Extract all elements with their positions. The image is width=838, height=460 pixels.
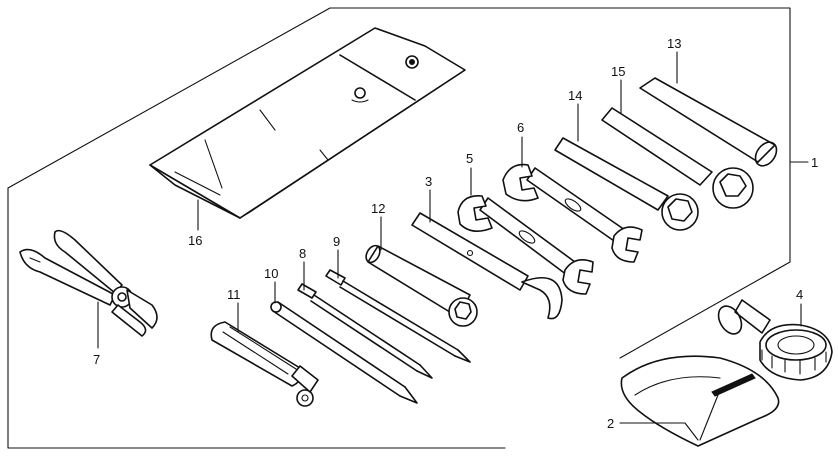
callout-8: 8: [299, 246, 306, 261]
callout-2: 2: [607, 416, 614, 431]
callout-13: 13: [667, 36, 681, 51]
screwdriver-blade-8: [297, 283, 433, 379]
callout-1: 1: [811, 155, 818, 170]
callout-6: 6: [517, 120, 524, 135]
extension-handle: [601, 107, 713, 186]
callout-3: 3: [425, 174, 432, 189]
callout-15: 15: [611, 64, 625, 79]
callout-12: 12: [371, 201, 385, 216]
open-end-wrench-5: [457, 195, 594, 295]
screwdriver-handle: [210, 321, 319, 407]
callout-9: 9: [333, 234, 340, 249]
callout-10: 10: [264, 266, 278, 281]
leader-lines: [97, 51, 809, 441]
callout-11: 11: [227, 287, 241, 302]
callout-5: 5: [466, 151, 473, 166]
tool-case-tube: [639, 77, 778, 167]
leader-2: [619, 422, 699, 441]
tool-bag: [149, 27, 466, 219]
callout-7: 7: [93, 352, 100, 367]
kit-boundary: [7, 7, 791, 449]
open-end-wrench-6: [502, 163, 643, 263]
callout-4: 4: [796, 287, 803, 302]
callout-16: 16: [188, 233, 202, 248]
screwdriver-shaft-10: [270, 301, 418, 404]
ring-wrench: [554, 137, 754, 231]
hook-spanner: [411, 212, 563, 320]
callout-labels: 1 2 3 4 5 6 7 8 9 10 11 12 13 14 15 16: [93, 36, 818, 431]
callout-14: 14: [568, 88, 582, 103]
pliers: [19, 229, 158, 337]
cloth-bag: [620, 355, 780, 447]
screwdriver-blade-9: [325, 269, 471, 363]
spark-plug-wrench: [717, 299, 833, 381]
box-spanner: [365, 244, 478, 327]
